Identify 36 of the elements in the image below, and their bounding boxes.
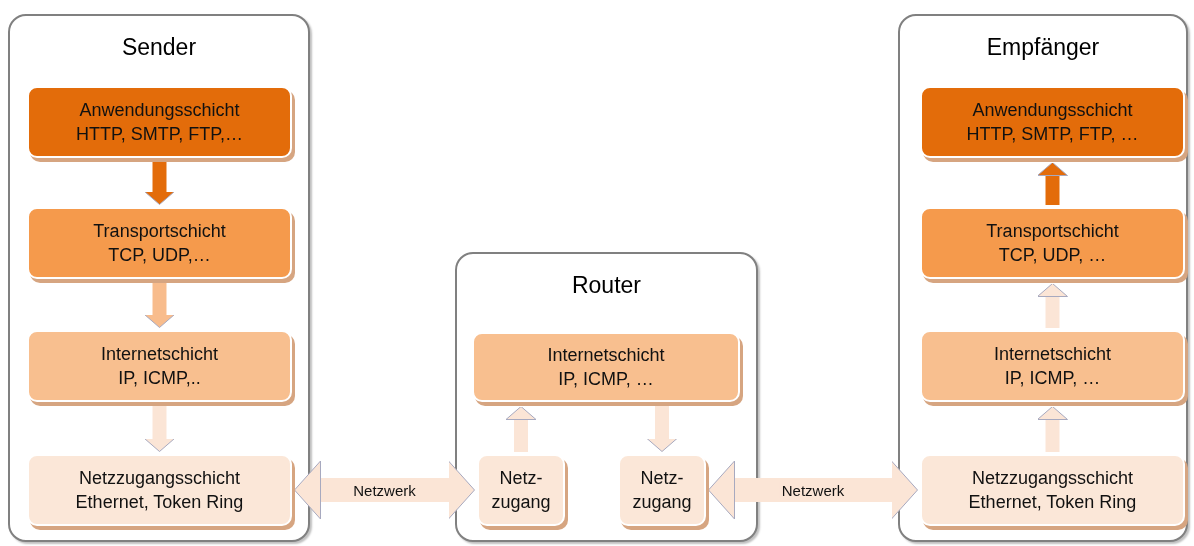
panel-title: Sender [120, 34, 198, 61]
panel-title: Empfänger [985, 34, 1101, 61]
block-arrow [708, 460, 918, 520]
device-panel [455, 252, 758, 542]
protocol-list: TCP, UDP,… [108, 243, 211, 267]
layer-name: Netzzugangsschicht [78, 467, 241, 490]
protocol-list: Ethernet, Token Ring [75, 490, 244, 514]
block-arrow [646, 406, 678, 452]
device-panel [8, 14, 310, 542]
layer-name: Internetschicht [100, 343, 219, 366]
block-arrow [1037, 406, 1068, 452]
block-arrow [1037, 162, 1068, 205]
block-arrow [144, 283, 175, 328]
protocol-list: Ethernet, Token Ring [968, 490, 1137, 514]
block-arrow [144, 162, 175, 205]
layer-name: Internetschicht [993, 343, 1112, 366]
protocol-list: IP, ICMP, … [558, 367, 654, 391]
block-arrow [294, 460, 475, 520]
protocol-list: HTTP, SMTP, FTP,… [75, 122, 243, 146]
panel-title: Router [570, 272, 642, 299]
protocol-list: IP, ICMP, … [1004, 366, 1101, 390]
layer-name: Netz- zugang [631, 467, 693, 514]
block-arrow [1037, 283, 1068, 328]
layer-name: Anwendungsschicht [972, 99, 1133, 122]
protocol-list: IP, ICMP,.. [118, 366, 201, 390]
layer-name: Netz- zugang [490, 467, 552, 514]
layer-name: Netzzugangsschicht [971, 467, 1134, 490]
layer-name: Anwendungsschicht [79, 99, 240, 122]
layer-name: Internetschicht [547, 344, 665, 367]
block-arrow [144, 406, 175, 452]
layer-name: Transportschicht [986, 220, 1119, 243]
protocol-list: HTTP, SMTP, FTP, … [966, 122, 1139, 146]
block-arrow [505, 406, 537, 452]
device-panel [898, 14, 1188, 542]
layer-name: Transportschicht [93, 220, 226, 243]
protocol-list: TCP, UDP, … [998, 243, 1107, 267]
